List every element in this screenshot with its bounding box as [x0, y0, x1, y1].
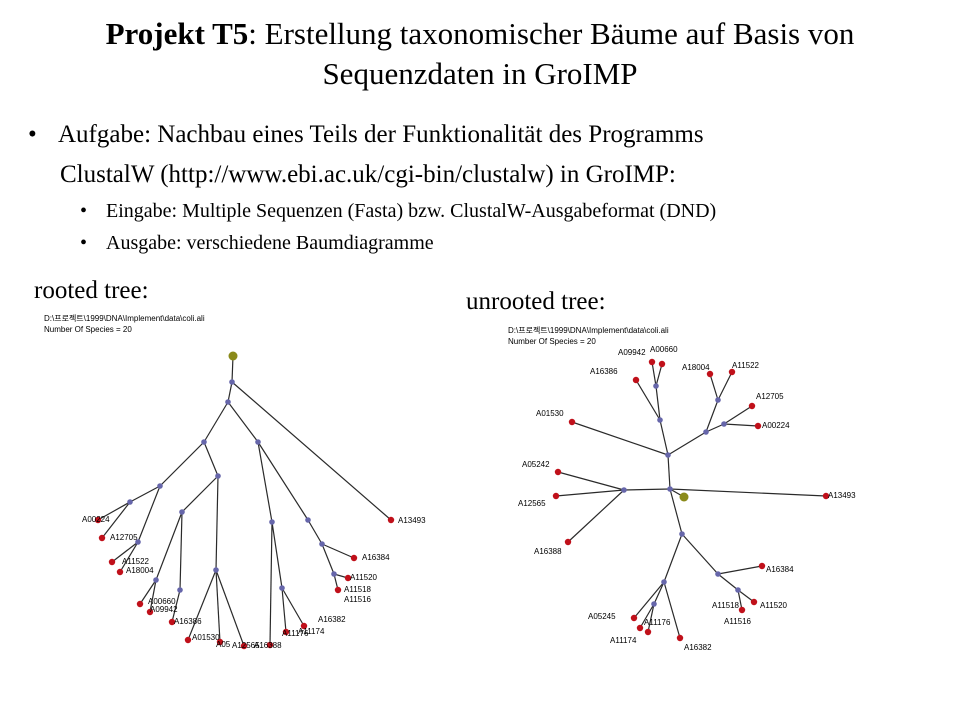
svg-text:A16384: A16384 [766, 565, 794, 574]
svg-text:A09942: A09942 [618, 348, 646, 357]
title-line2: Sequenzdaten in GroIMP [322, 56, 638, 91]
svg-text:A05: A05 [216, 640, 231, 649]
svg-text:A16386: A16386 [174, 617, 202, 626]
unrooted-tree-image: D:\프로젝트\1999\DNA\Implement\data\coli.ali… [500, 322, 880, 658]
unrooted-tree-label: unrooted tree: [466, 288, 606, 315]
rooted-tree-label: rooted tree: [34, 277, 149, 304]
svg-text:A11522: A11522 [122, 557, 150, 566]
svg-text:A16388: A16388 [534, 547, 562, 556]
svg-text:A01530: A01530 [192, 633, 220, 642]
svg-text:A18004: A18004 [126, 566, 154, 575]
slide-title: Projekt T5: Erstellung taxonomischer Bäu… [20, 14, 940, 94]
svg-text:A00660: A00660 [148, 597, 176, 606]
svg-text:A11174: A11174 [298, 627, 325, 636]
svg-text:A11518: A11518 [712, 601, 740, 610]
rooted-tree-image: D:\프로젝트\1999\DNA\Implement\data\coli.ali… [36, 310, 436, 660]
unrooted-species-count: Number Of Species = 20 [508, 337, 596, 346]
svg-text:A05245: A05245 [588, 612, 616, 621]
svg-text:A11176: A11176 [644, 618, 671, 627]
unrooted-file-path: D:\프로젝트\1999\DNA\Implement\data\coli.ali [508, 326, 669, 335]
unrooted-tree-svg: A13493 A09942 A00660 A16386 A18004 A1152… [518, 345, 856, 652]
svg-text:A00660: A00660 [650, 345, 678, 354]
rooted-species-count: Number Of Species = 20 [44, 325, 132, 334]
bullet-dot: • [28, 121, 37, 148]
bullet-task-line2: ClustalW (http://www.ebi.ac.uk/cgi-bin/c… [60, 161, 676, 188]
svg-text:A11518: A11518 [344, 585, 372, 594]
svg-text:A11520: A11520 [350, 573, 378, 582]
svg-text:A12705: A12705 [110, 533, 138, 542]
svg-text:A16382: A16382 [318, 615, 346, 624]
bullet-task-line1: Aufgabe: Nachbau eines Teils der Funktio… [58, 121, 704, 148]
svg-text:A11522: A11522 [732, 361, 760, 370]
svg-text:A09942: A09942 [150, 605, 178, 614]
svg-text:A11516: A11516 [724, 617, 752, 626]
rooted-tree-svg: A13493 A00224 A12705 A11522 A18004 A0066… [82, 351, 426, 650]
svg-text:A11520: A11520 [760, 601, 788, 610]
title-project: Projekt T5 [105, 16, 249, 51]
svg-text:A01530: A01530 [536, 409, 564, 418]
svg-text:A16388: A16388 [254, 641, 282, 650]
svg-text:A00224: A00224 [762, 421, 790, 430]
sub-bullet-output-text: Ausgabe: verschiedene Baumdiagramme [106, 232, 434, 254]
svg-text:A00224: A00224 [82, 515, 110, 524]
sub-bullet-input-text: Eingabe: Multiple Sequenzen (Fasta) bzw.… [106, 200, 717, 222]
svg-text:A18004: A18004 [682, 363, 710, 372]
svg-text:A12565: A12565 [232, 641, 260, 650]
svg-text:A16382: A16382 [684, 643, 712, 652]
svg-text:A11516: A11516 [344, 595, 372, 604]
svg-text:A05242: A05242 [522, 460, 550, 469]
svg-text:A16384: A16384 [362, 553, 390, 562]
svg-text:A12565: A12565 [518, 499, 546, 508]
svg-text:A11174: A11174 [610, 636, 637, 645]
bullet-dot: • [80, 200, 88, 222]
svg-text:A16386: A16386 [590, 367, 618, 376]
title-line1: : Erstellung taxonomischer Bäume auf Bas… [248, 16, 855, 51]
svg-text:A11176: A11176 [282, 629, 309, 638]
rooted-file-path: D:\프로젝트\1999\DNA\Implement\data\coli.ali [44, 314, 205, 323]
svg-text:A13493: A13493 [828, 491, 856, 500]
bullet-dot: • [80, 232, 88, 254]
svg-text:A12705: A12705 [756, 392, 784, 401]
svg-text:A13493: A13493 [398, 516, 426, 525]
